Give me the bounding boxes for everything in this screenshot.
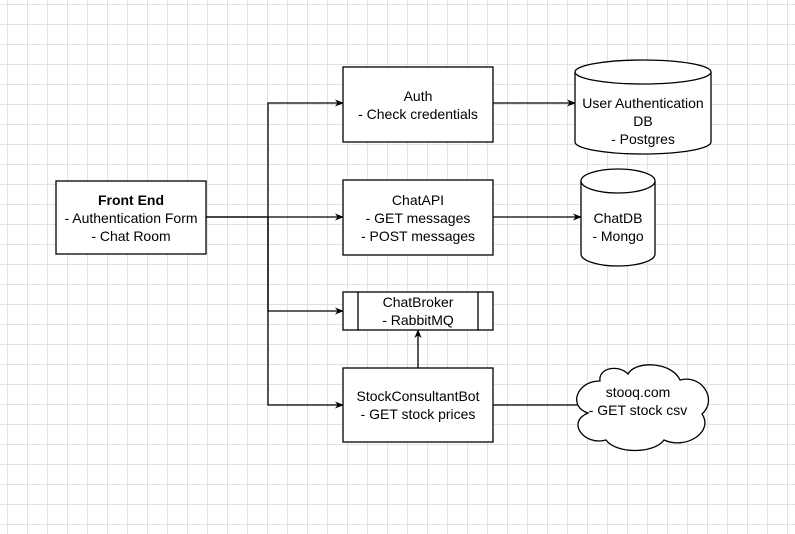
- frontend-label: Front End - Authentication Form - Chat R…: [56, 181, 206, 254]
- chatapi-label: ChatAPI - GET messages - POST messages: [343, 180, 493, 255]
- stooq-title: stooq.com: [605, 384, 671, 400]
- chatdb-cylinder: [580, 168, 656, 267]
- auth-label: Auth - Check credentials: [343, 67, 493, 142]
- auth-line-1: - Check credentials: [358, 105, 478, 122]
- auth-title: Auth: [403, 87, 433, 104]
- userdb-label: User Authentication DB - Postgres: [573, 93, 713, 149]
- userdb-line-2: DB: [633, 113, 653, 129]
- edge-frontend-chatbroker: [267, 217, 344, 315]
- chatapi-line-1: - GET messages: [365, 209, 471, 226]
- userdb-line-3: - Postgres: [611, 131, 675, 147]
- chatbroker-title: ChatBroker: [382, 294, 454, 310]
- auth-box: [342, 66, 494, 143]
- edge-frontend-stockbot: [267, 217, 344, 409]
- stockbot-box: [342, 367, 494, 443]
- frontend-title: Front End: [97, 191, 165, 208]
- stooq-label: stooq.com - GET stock csv: [576, 381, 700, 421]
- frontend-line-1: - Authentication Form: [64, 209, 198, 226]
- chatbroker-box: [342, 291, 494, 331]
- stooq-cloud: [576, 364, 709, 452]
- chatapi-line-2: - POST messages: [360, 227, 476, 244]
- chatbroker-line-1: - RabbitMQ: [382, 312, 454, 328]
- frontend-line-2: - Chat Room: [91, 227, 171, 244]
- edge-frontend-auth: [206, 99, 344, 218]
- stockbot-title: StockConsultantBot: [356, 388, 480, 404]
- chatbroker-label: ChatBroker - RabbitMQ: [358, 292, 478, 330]
- chatdb-line-1: - Mongo: [592, 228, 644, 244]
- chatdb-label: ChatDB - Mongo: [581, 205, 655, 249]
- userdb-cylinder: [574, 59, 712, 155]
- stockbot-line-1: - GET stock prices: [360, 406, 476, 422]
- chatapi-box: [342, 179, 494, 256]
- chatdb-title: ChatDB: [593, 210, 643, 226]
- userdb-line-1: User Authentication: [582, 95, 704, 111]
- chatapi-title: ChatAPI: [391, 191, 445, 208]
- stockbot-label: StockConsultantBot - GET stock prices: [343, 368, 493, 442]
- frontend-box: [55, 180, 207, 255]
- stooq-line-1: - GET stock csv: [588, 402, 688, 418]
